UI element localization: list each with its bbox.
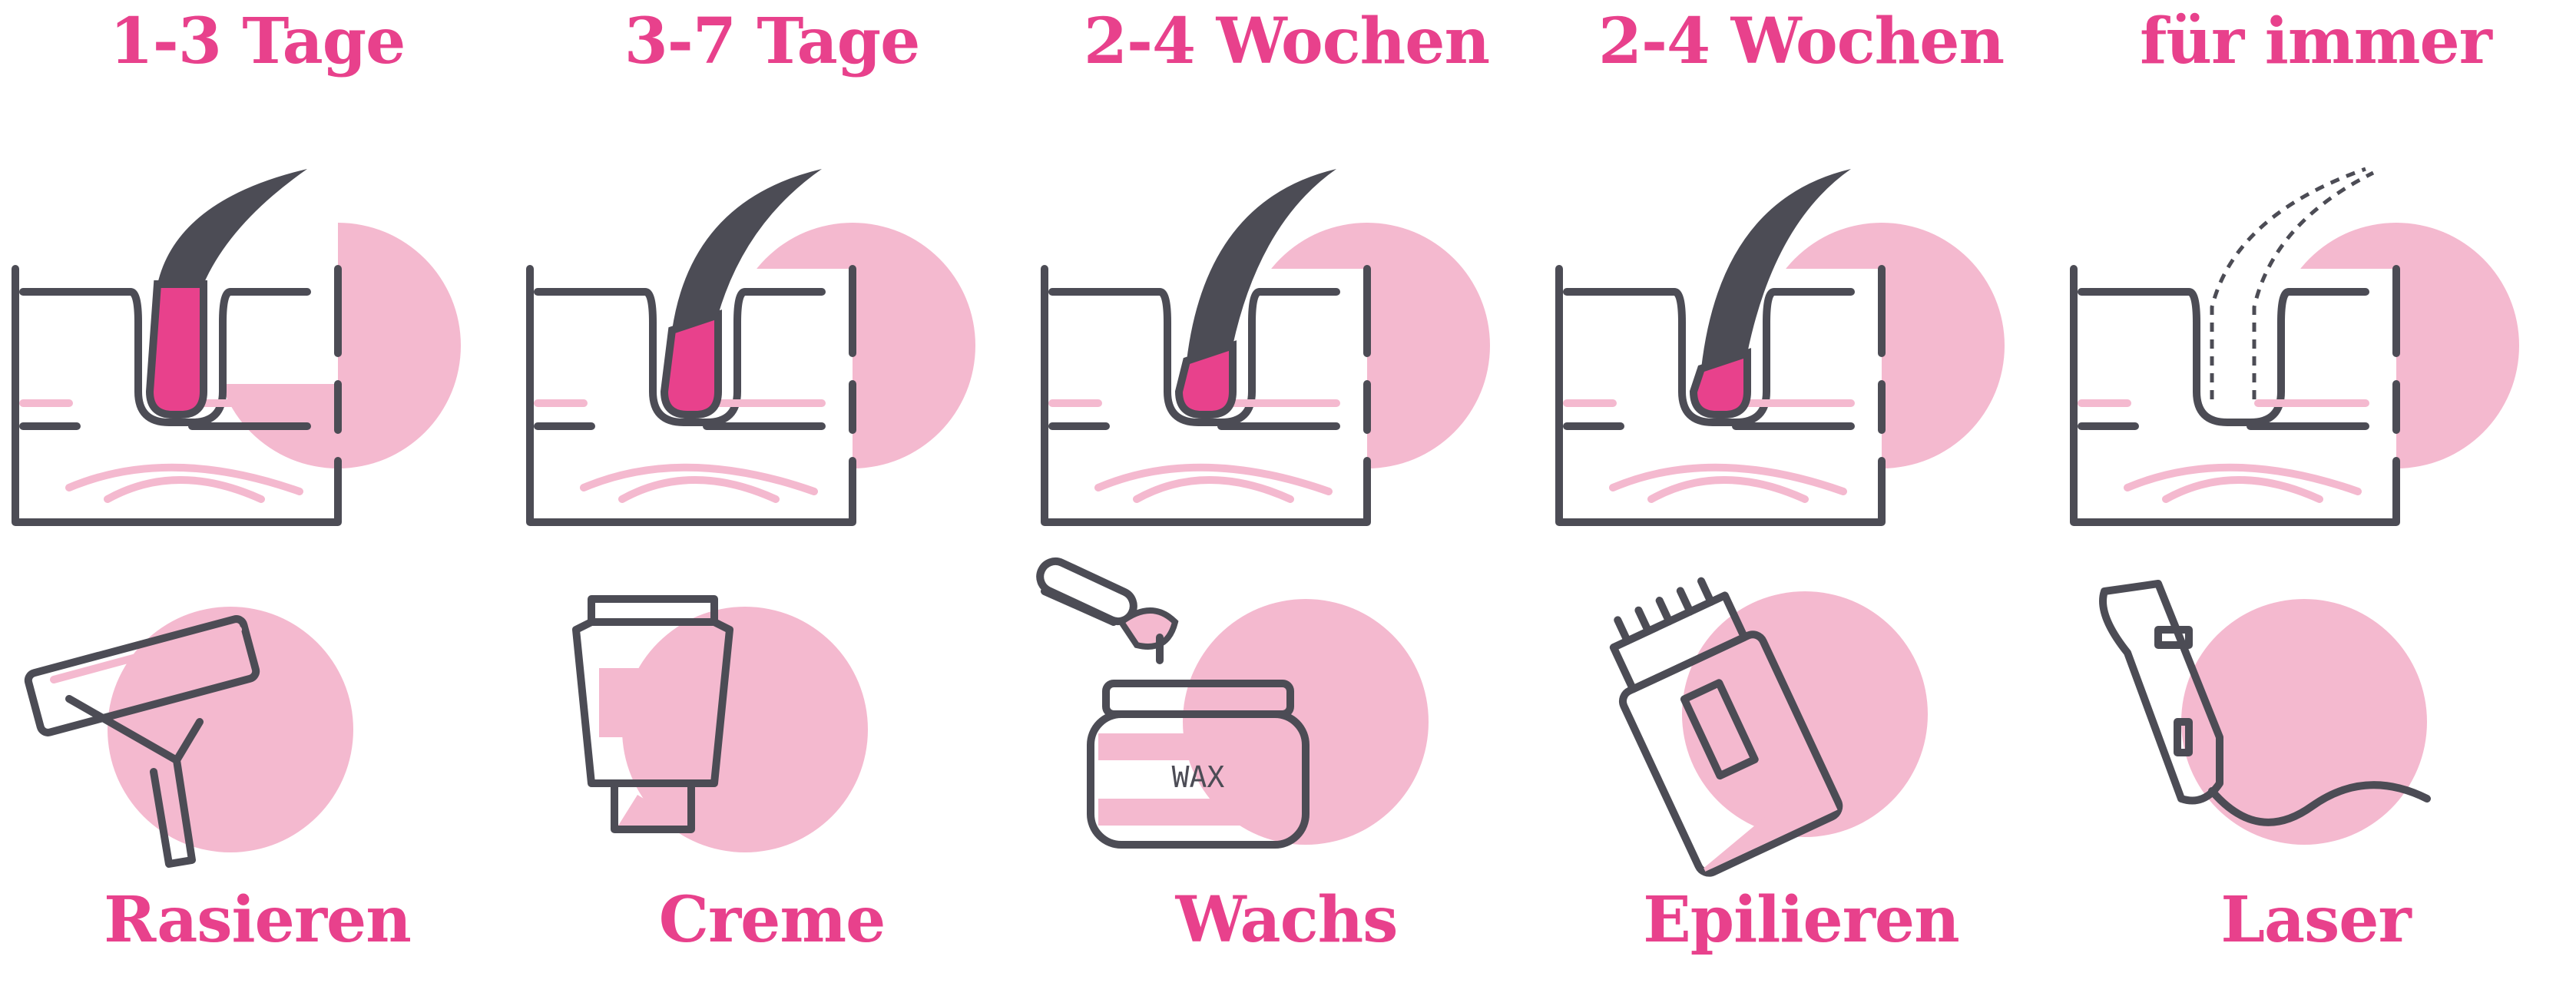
epilator-icon: [1609, 577, 1928, 877]
skin-cross-section-icon: [526, 169, 975, 526]
laser-device-icon: [2099, 580, 2431, 845]
method-column-shaving: 1-3 Tage Rasieren: [0, 0, 515, 1006]
razor-icon: [24, 607, 353, 868]
wax-label: WAX: [1172, 760, 1225, 794]
duration-label: 2-4 Wochen: [1598, 5, 2005, 78]
duration-label: 3-7 Tage: [624, 5, 921, 78]
skin-cross-section-icon: [2070, 167, 2519, 526]
method-column-laser: für immer Laser: [2058, 0, 2573, 1006]
duration-label: für immer: [2140, 5, 2492, 78]
method-label: Creme: [658, 883, 886, 957]
method-label: Rasieren: [104, 883, 412, 957]
skin-cross-section-icon: [1041, 169, 1490, 526]
duration-label: 2-4 Wochen: [1083, 5, 1490, 78]
cream-tube-icon: [572, 595, 868, 852]
method-label: Wachs: [1175, 883, 1399, 957]
method-label: Laser: [2220, 883, 2411, 957]
skin-cross-section-icon: [1555, 169, 2005, 526]
method-label: Epilieren: [1643, 883, 1959, 957]
method-column-cream: 3-7 Tage Creme: [515, 0, 1029, 1006]
method-column-epilator: 2-4 Wochen Epilieren: [1544, 0, 2058, 1006]
wax-jar-icon: WAX: [1036, 557, 1429, 849]
method-column-wax: 2-4 Wochen WAX Wachs: [1029, 0, 1544, 1006]
skin-cross-section-icon: [12, 138, 461, 526]
duration-label: 1-3 Tage: [109, 5, 406, 78]
